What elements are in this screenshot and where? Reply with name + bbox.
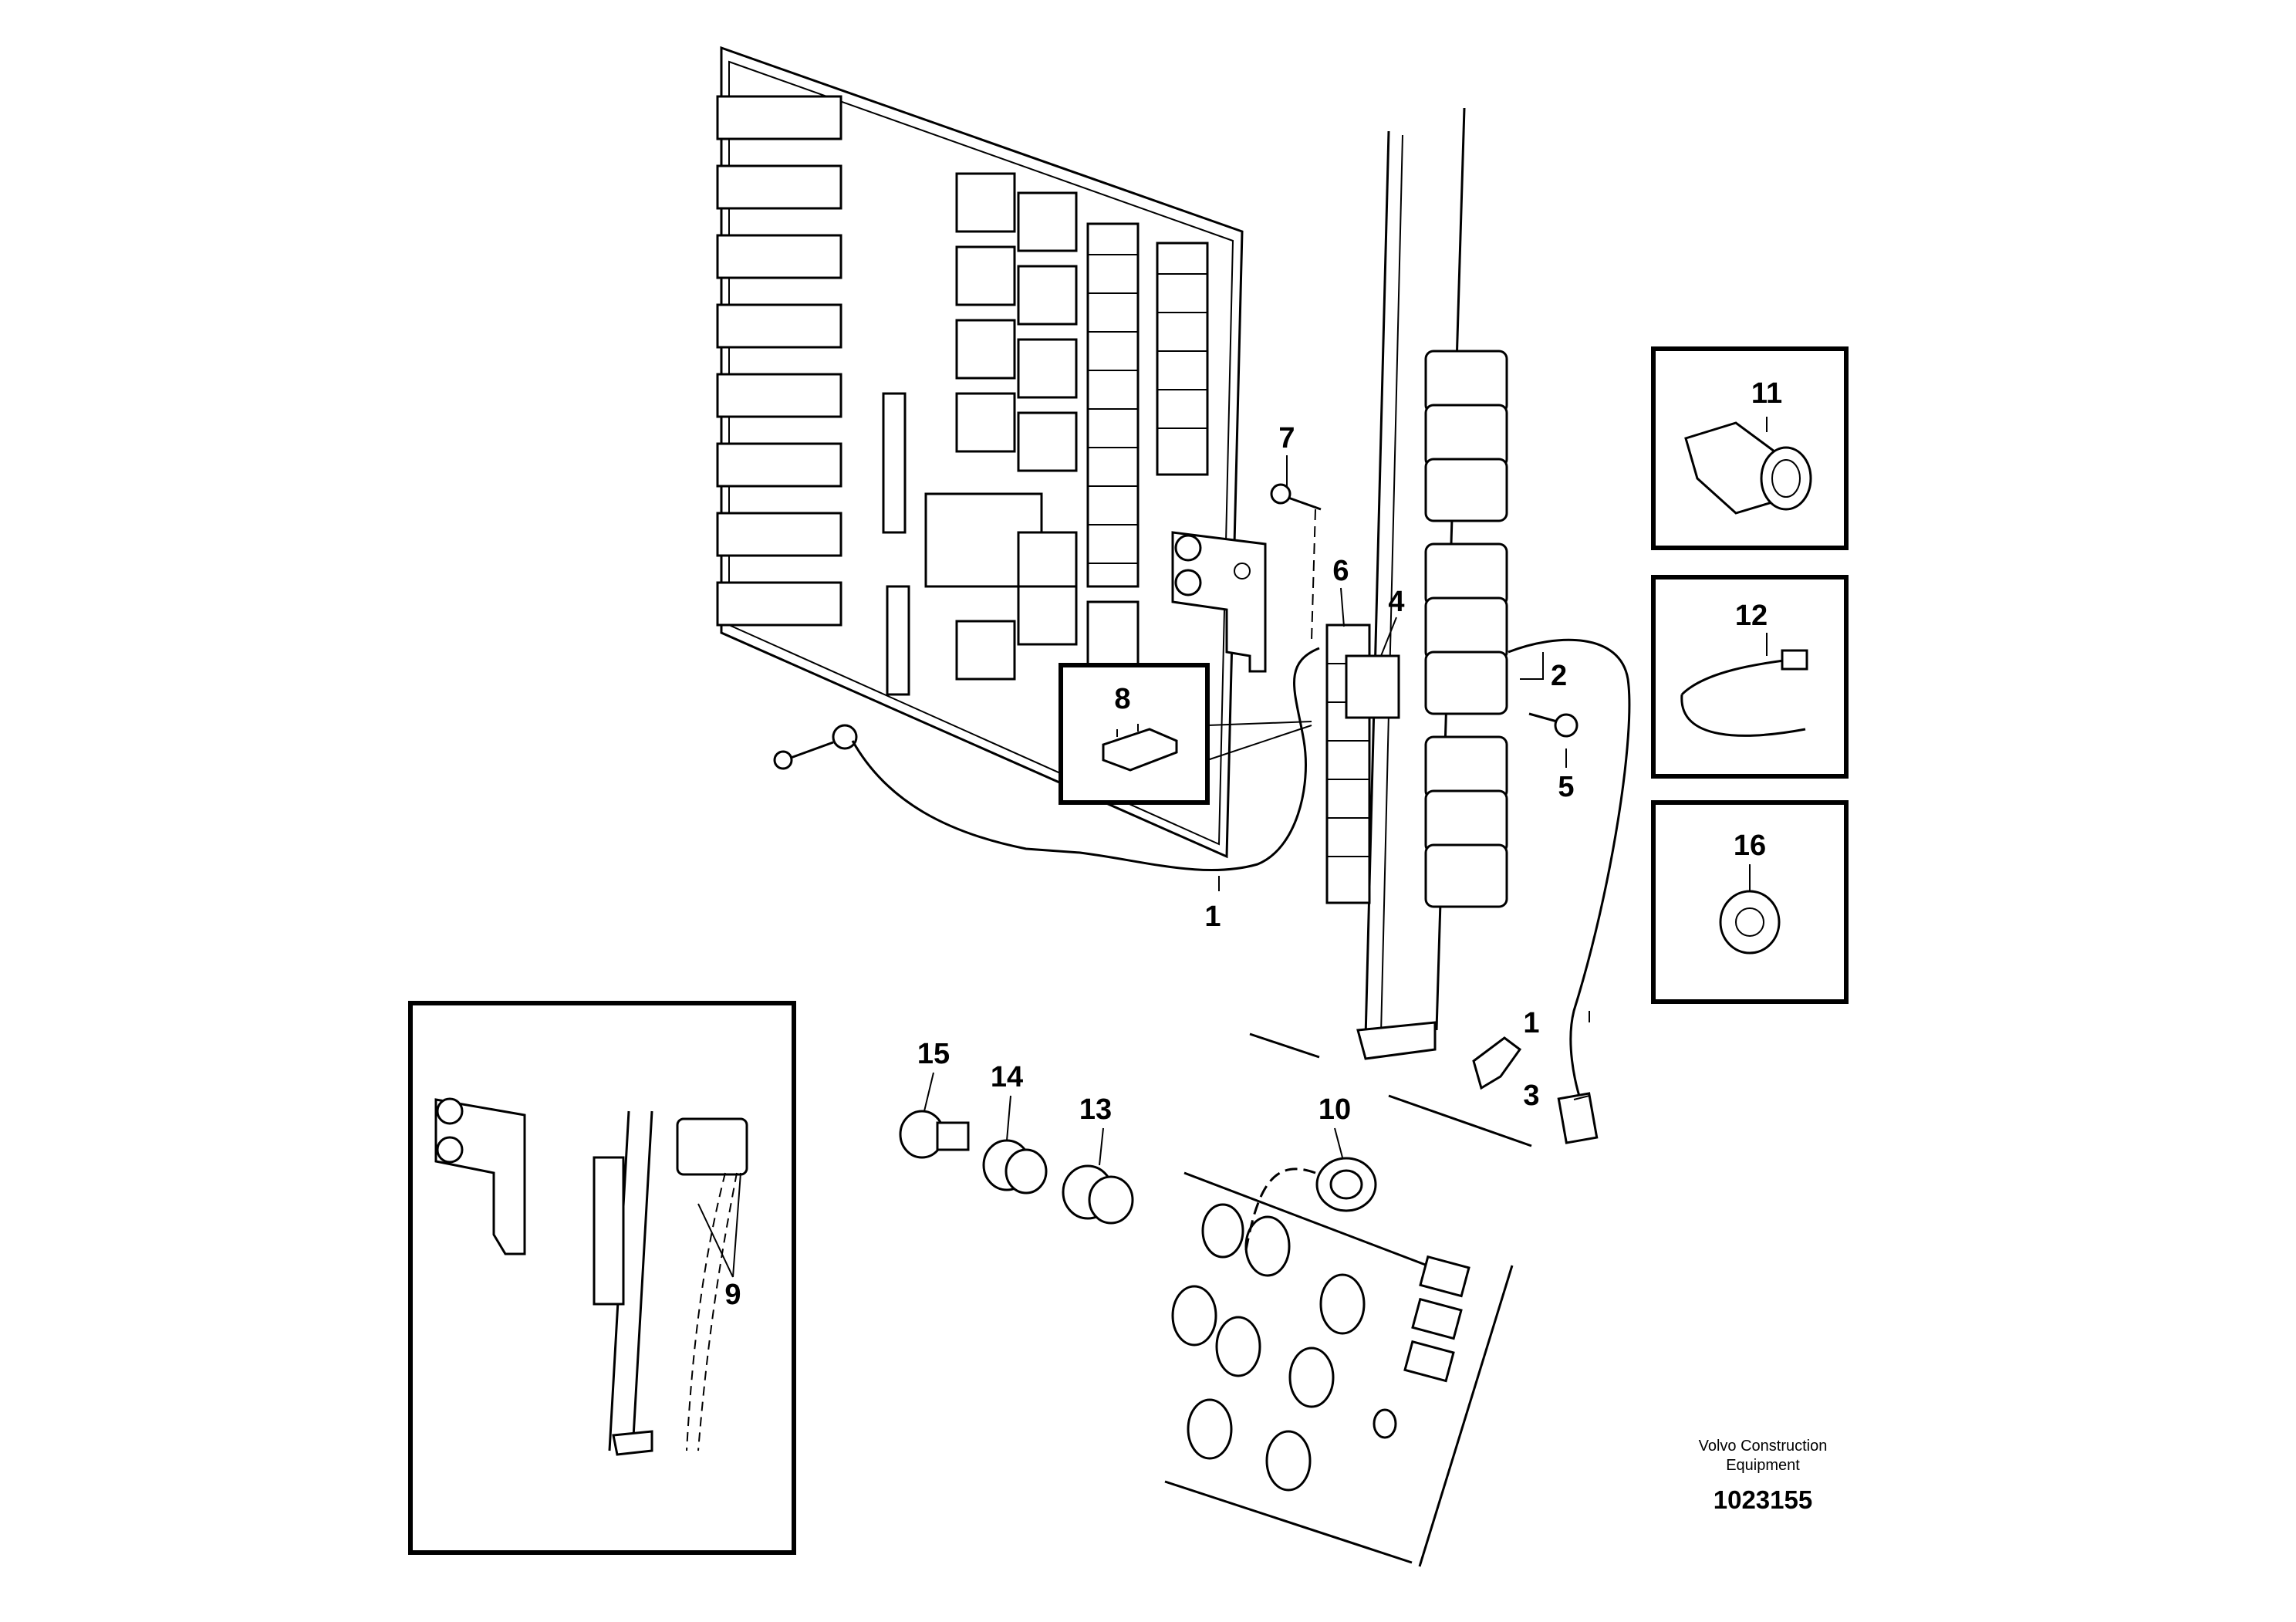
callout-6: 6: [1332, 555, 1349, 587]
callout-5: 5: [1558, 771, 1574, 803]
wire-harness-1-left: [851, 647, 1320, 871]
callout-4: 4: [1388, 586, 1404, 618]
callout-16: 16: [1734, 830, 1766, 862]
ground-bolt: [773, 724, 858, 770]
callout-9: 9: [724, 1279, 741, 1311]
callout-7: 7: [1278, 422, 1295, 454]
credit-line-1: Volvo Construction: [1699, 1438, 1828, 1455]
callout-14: 14: [991, 1061, 1023, 1093]
callout-3: 3: [1523, 1080, 1539, 1112]
bushing-13: [1062, 1164, 1134, 1225]
leader-lines: [697, 417, 1768, 1278]
part-box-16: [1651, 800, 1849, 1004]
screw-5: [1528, 712, 1578, 738]
inset-fuse-8: [1059, 663, 1312, 805]
wire-harness-1-right: [1508, 638, 1631, 1104]
detail-inset-9: [408, 1001, 796, 1555]
circuit-board: [716, 46, 1267, 859]
callout-2: 2: [1551, 660, 1567, 692]
callout-15: 15: [917, 1038, 950, 1070]
mounting-rail: [1325, 107, 1466, 1060]
screw-7: [1270, 483, 1322, 641]
floor-lines: [1164, 1032, 1532, 1567]
callout-12: 12: [1735, 600, 1768, 632]
relay-connectors: [1424, 350, 1508, 908]
callout-13: 13: [1079, 1093, 1112, 1126]
callout-labels: 1 1 2 3 4 5 6 7 8 9 10 11 12 13 14 15 16: [724, 377, 1782, 1311]
rail-clip: [1472, 1036, 1522, 1090]
callout-1-left: 1: [1204, 901, 1221, 933]
grommet-15: [899, 1110, 970, 1159]
callout-11: 11: [1751, 377, 1782, 410]
part-box-12: [1651, 575, 1849, 779]
bushing-14: [982, 1139, 1048, 1195]
connector-3: [1557, 1092, 1599, 1144]
callout-1-right: 1: [1523, 1007, 1539, 1039]
nut-10: [1244, 1157, 1377, 1251]
part-box-11: [1651, 346, 1849, 550]
credit-line-2: Equipment: [1726, 1457, 1800, 1474]
panel-holes: [1171, 1203, 1397, 1492]
callout-10: 10: [1319, 1093, 1351, 1126]
document-number: 1023155: [1714, 1485, 1812, 1514]
callout-8: 8: [1114, 683, 1130, 715]
terminal-strips: [1403, 1255, 1470, 1383]
